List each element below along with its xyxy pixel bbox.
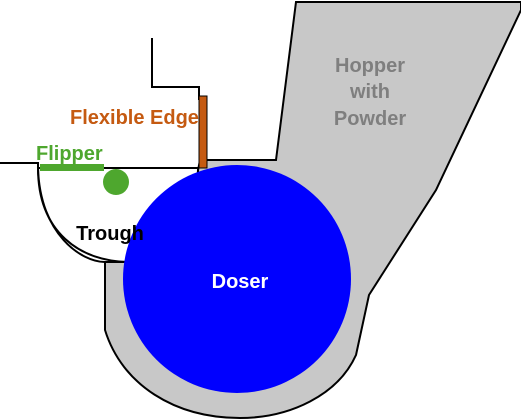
hopper-label-line1: Hopper [335,55,405,77]
housing-wall [151,38,200,100]
flexible-edge [198,95,208,169]
trough-label: Trough [76,223,144,245]
hopper-label-line2: with [349,81,390,103]
doser-drum [123,165,351,393]
hopper-label-line3: Powder [334,108,406,130]
doser-label: Doser [212,271,269,293]
flexible-edge-label: Flexible Edge [70,107,199,129]
flipper-label: Flipper [36,143,103,165]
flipper-pivot [103,169,129,195]
flipper-blade [40,164,104,171]
